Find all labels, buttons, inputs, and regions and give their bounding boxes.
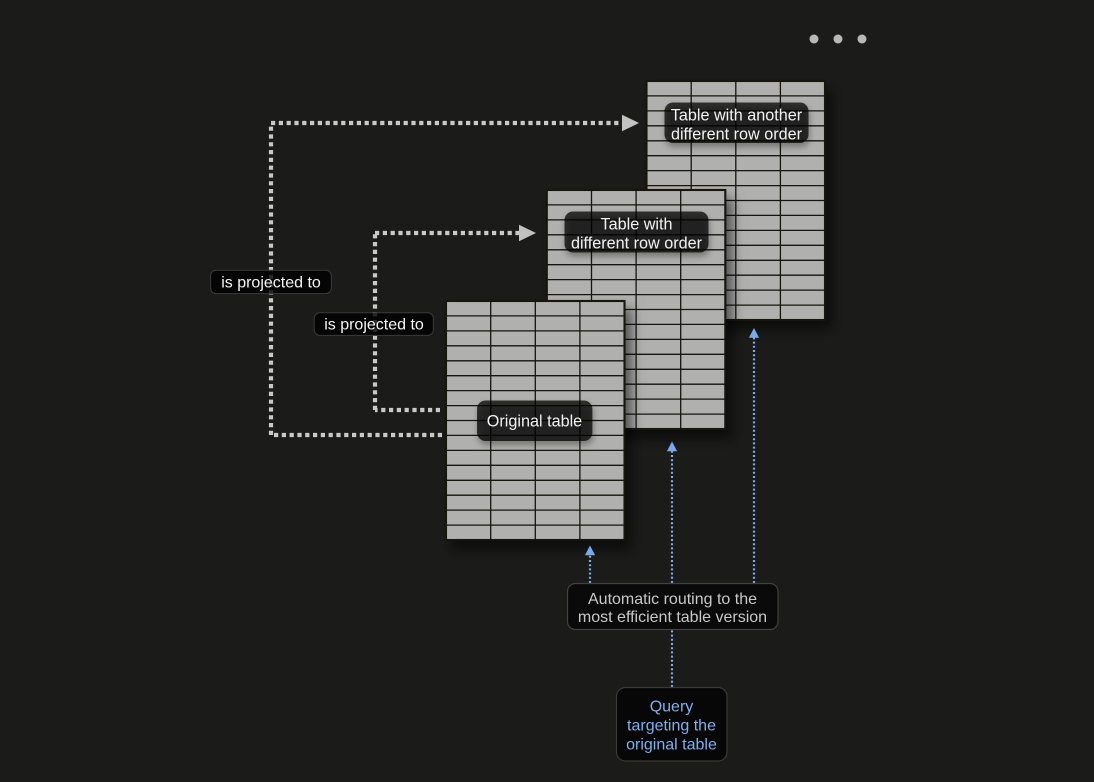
svg-text:Automatic routing to the: Automatic routing to the: [588, 591, 757, 608]
svg-text:different row order: different row order: [671, 126, 803, 144]
svg-text:is projected to: is projected to: [324, 317, 424, 334]
svg-text:different row order: different row order: [571, 235, 703, 253]
svg-text:is projected to: is projected to: [221, 275, 321, 292]
svg-text:targeting the: targeting the: [627, 718, 716, 735]
svg-text:most efficient table version: most efficient table version: [578, 609, 767, 626]
svg-text:Original table: Original table: [487, 413, 582, 431]
svg-text:Table with another: Table with another: [671, 107, 803, 125]
svg-text:Query: Query: [650, 699, 694, 716]
svg-text:Table with: Table with: [601, 216, 673, 234]
svg-text:original table: original table: [626, 737, 717, 754]
